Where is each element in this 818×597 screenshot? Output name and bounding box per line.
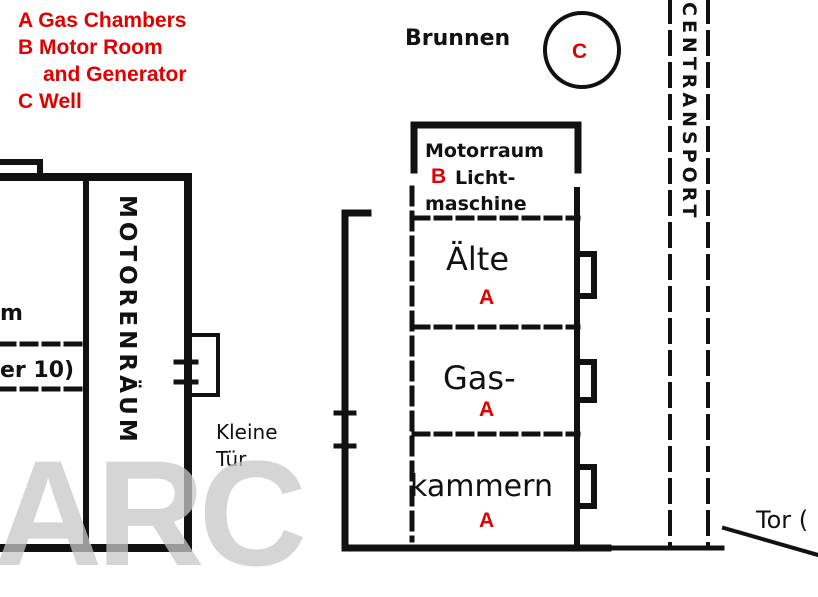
- gate-line: [721, 525, 818, 558]
- floor-plan: Brunnen Motorraum Licht- maschine Älte G…: [0, 0, 818, 558]
- label-kleine: Kleine: [216, 420, 278, 444]
- label-licht: Licht-: [455, 167, 515, 189]
- label-motorraum: Motorraum: [425, 140, 544, 162]
- marker-chamber-a-3: A: [479, 509, 494, 532]
- legend-item-well: C Well: [18, 90, 82, 113]
- legend-item-motor-room: B Motor Room: [18, 36, 163, 59]
- label-centransport-vertical: CENTRANSPORT: [678, 2, 700, 222]
- marker-motor-room-b: B: [431, 165, 446, 188]
- label-maschine: maschine: [425, 193, 527, 215]
- chamber-door-3: [576, 464, 597, 509]
- label-gas: Gas-: [443, 359, 516, 397]
- marker-well-c: C: [572, 40, 587, 63]
- well-circle: [543, 11, 621, 89]
- marker-chamber-a-1: A: [479, 286, 494, 309]
- label-left-fragment-top: m: [0, 301, 23, 326]
- label-left-fragment: er 10): [0, 358, 74, 383]
- marker-chamber-a-2: A: [479, 398, 494, 421]
- motor-room-box: [410, 121, 582, 174]
- legend-item-gas-chambers: A Gas Chambers: [18, 9, 187, 32]
- chamber-door-1: [576, 251, 597, 299]
- left-building-top-step: [0, 159, 43, 180]
- label-motorenraum-vertical: MOTORENRÄUM: [114, 195, 142, 446]
- watermark: ARC: [0, 429, 307, 597]
- label-alte: Älte: [446, 240, 509, 278]
- legend-item-generator: and Generator: [43, 63, 187, 86]
- label-tor: Tor (: [755, 506, 808, 534]
- small-door-box: [190, 333, 220, 397]
- label-brunnen: Brunnen: [405, 26, 510, 51]
- outer-annex-wall: [341, 209, 612, 552]
- chamber-door-2: [576, 359, 597, 403]
- label-kammern: kammern: [410, 469, 553, 504]
- label-tur: Tür: [215, 447, 247, 471]
